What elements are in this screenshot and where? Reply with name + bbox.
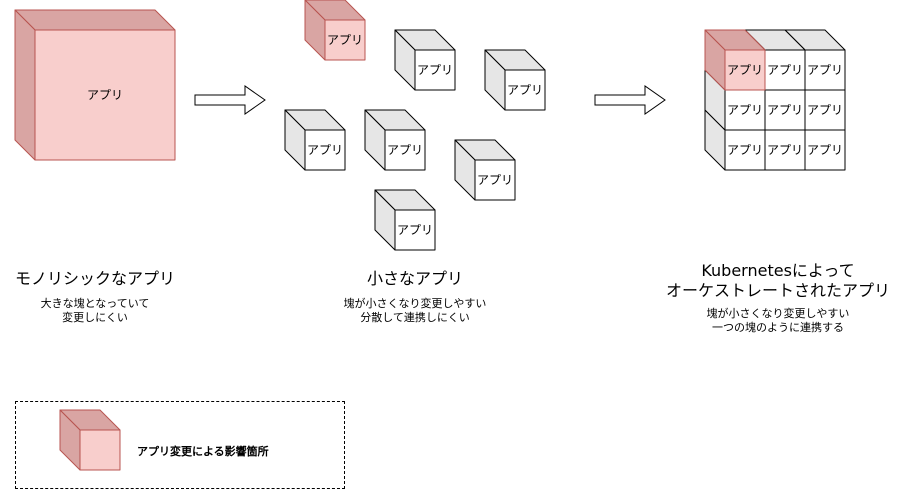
cube-label: アプリ (767, 103, 803, 117)
cube-top-face (14, 9, 176, 31)
small-apps-subtitle-line1: 塊が小さくなり変更しやすい (343, 297, 487, 310)
small-apps-subtitle-line2: 分散して連携しにくい (360, 311, 470, 324)
cube-front-face (394, 209, 436, 251)
monolith-cube: アプリ (14, 9, 176, 161)
arrows-layer (194, 85, 666, 115)
cubes-layer: アプリアプリアプリアプリアプリアプリアプリアプリアプリアプリアプリアプリアプリア… (14, 0, 846, 471)
k8s-subtitle-line1: 塊が小さくなり変更しやすい (706, 307, 850, 320)
monolith-subtitle-line1: 大きな塊となっていて (40, 297, 150, 310)
arrow-monolith-to-small (194, 85, 266, 115)
cube-label: アプリ (727, 63, 763, 77)
k8s-grid-cube-r1-c1: アプリ (704, 29, 766, 91)
cube-label: アプリ (807, 143, 843, 157)
cube-label: アプリ (507, 83, 543, 97)
legend-box (15, 401, 345, 489)
cube-label: アプリ (807, 103, 843, 117)
small-app-cube-5: アプリ (364, 109, 426, 171)
small-app-cube-1: アプリ (304, 0, 366, 61)
cube-label: アプリ (327, 33, 363, 47)
cube-front-face (324, 19, 366, 61)
cube-label: アプリ (87, 88, 123, 102)
legend-cube (59, 409, 121, 471)
cube-label: アプリ (397, 223, 433, 237)
k8s-title-line2: オーケストレートされたアプリ (665, 281, 890, 300)
cube-front-face (304, 129, 346, 171)
k8s-subtitle-line2: 一つの塊のように連携する (712, 321, 844, 334)
cube-label: アプリ (307, 143, 343, 157)
cube-front-face (504, 69, 546, 111)
arrow-small-to-k8s (594, 85, 666, 115)
monolith-subtitle-line2: 変更しにくい (62, 311, 128, 324)
k8s-title-line1: Kubernetesによって (701, 261, 855, 280)
small-app-cube-4: アプリ (284, 109, 346, 171)
cube-front-face (724, 49, 766, 91)
cube-side-face (14, 9, 36, 161)
legend-label: アプリ変更による影響箇所 (137, 445, 269, 458)
cube-label: アプリ (767, 143, 803, 157)
cube-front-face (34, 29, 176, 161)
small-app-cube-3: アプリ (484, 49, 546, 111)
small-apps-title: 小さなアプリ (366, 269, 463, 288)
monolith-title: モノリシックなアプリ (14, 269, 175, 288)
cube-label: アプリ (477, 173, 513, 187)
small-app-cube-2: アプリ (394, 29, 456, 91)
cube-label: アプリ (767, 63, 803, 77)
cube-label: アプリ (417, 63, 453, 77)
cube-front-face (474, 159, 516, 201)
small-app-cube-6: アプリ (454, 139, 516, 201)
cube-front-face (79, 429, 121, 471)
cube-front-face (384, 129, 426, 171)
cube-front-face (414, 49, 456, 91)
cube-label: アプリ (387, 143, 423, 157)
cube-label: アプリ (807, 63, 843, 77)
small-app-cube-7: アプリ (374, 189, 436, 251)
cube-label: アプリ (727, 143, 763, 157)
cube-label: アプリ (727, 103, 763, 117)
